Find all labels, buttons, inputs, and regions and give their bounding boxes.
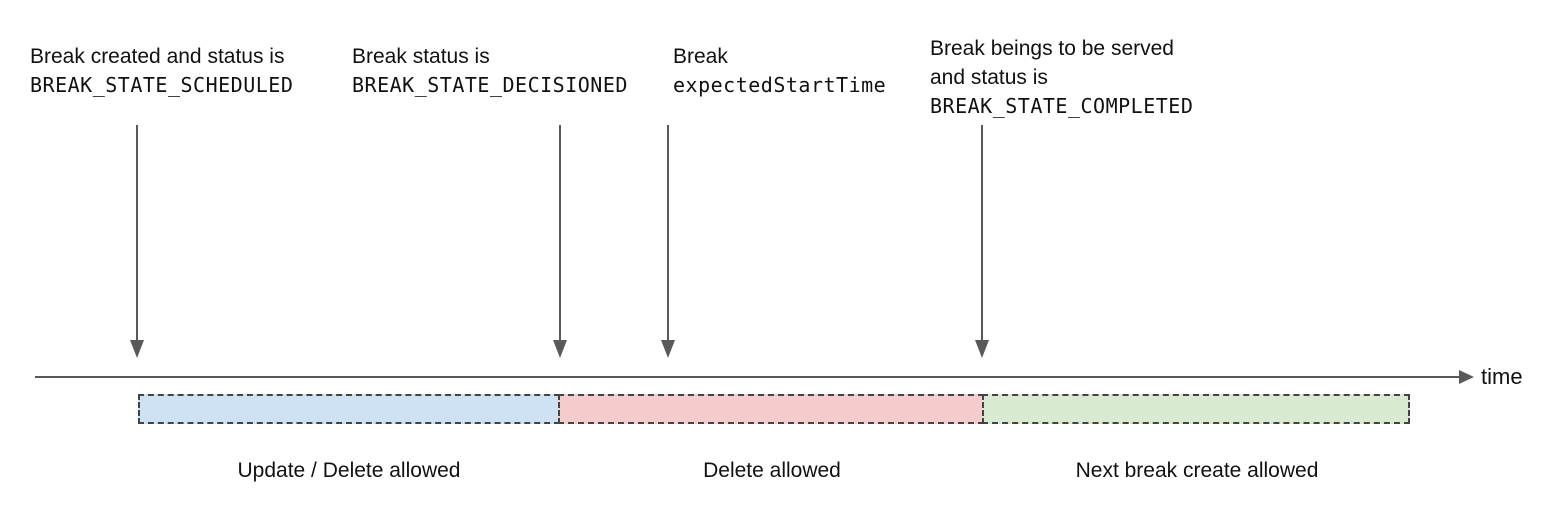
annotation-text: Break beings to be served bbox=[930, 37, 1174, 60]
annotation-break-completed: Break beings to be served and status is … bbox=[930, 34, 1193, 121]
annotation-text: Break status is bbox=[352, 45, 490, 68]
down-arrow-completed bbox=[981, 125, 983, 340]
time-axis-arrow bbox=[35, 376, 1459, 378]
annotation-code: expectedStartTime bbox=[673, 73, 887, 97]
annotation-expected-start-time: Break expectedStartTime bbox=[673, 42, 886, 100]
segment-next-break-create-allowed bbox=[982, 394, 1410, 424]
segment-update-delete-allowed bbox=[138, 394, 560, 424]
down-arrow-expected-start-time bbox=[667, 125, 669, 340]
segment-label-next-break-create: Next break create allowed bbox=[1075, 459, 1319, 482]
segment-label-delete: Delete allowed bbox=[703, 459, 841, 482]
annotation-break-decisioned: Break status is BREAK_STATE_DECISIONED bbox=[352, 42, 628, 100]
annotation-text: and status is bbox=[930, 66, 1048, 89]
annotation-break-created: Break created and status is BREAK_STATE_… bbox=[30, 42, 293, 100]
annotation-text: Break created and status is bbox=[30, 45, 285, 68]
annotation-code: BREAK_STATE_COMPLETED bbox=[930, 94, 1194, 118]
down-arrow-decisioned bbox=[559, 125, 561, 340]
down-arrow-scheduled bbox=[136, 125, 138, 340]
segment-label-update-delete: Update / Delete allowed bbox=[237, 459, 461, 482]
annotation-code: BREAK_STATE_SCHEDULED bbox=[30, 73, 294, 97]
annotation-code: BREAK_STATE_DECISIONED bbox=[352, 73, 628, 97]
time-axis-label: time bbox=[1481, 364, 1523, 389]
segment-delete-allowed bbox=[558, 394, 984, 424]
annotation-text: Break bbox=[673, 45, 728, 68]
lifecycle-bar bbox=[138, 394, 1410, 424]
